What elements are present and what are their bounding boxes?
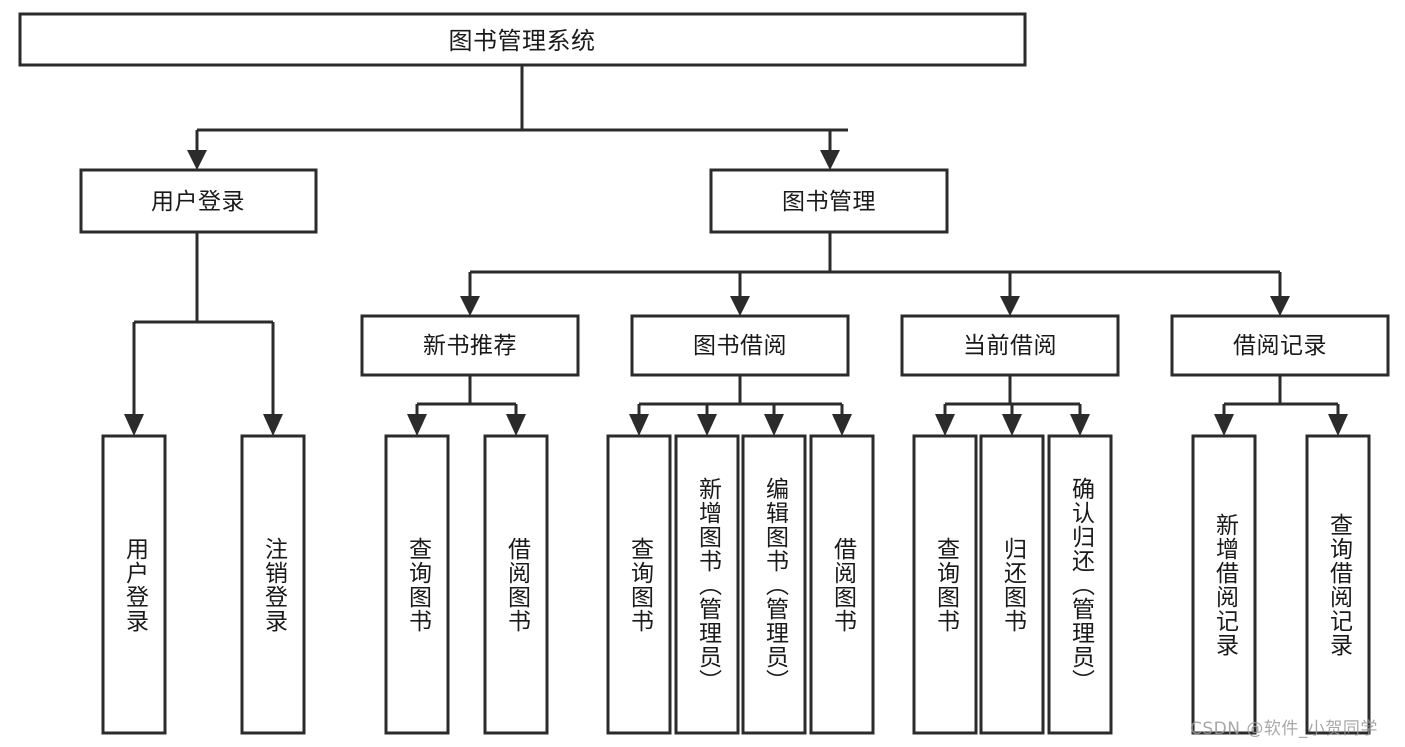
arrow-head-icon: [506, 414, 526, 436]
node-book-management[interactable]: 图书管理: [709, 168, 949, 234]
node-borrow-record[interactable]: 借阅记录: [1170, 314, 1390, 377]
arrow-head-icon: [1214, 414, 1234, 436]
arrow-head-icon: [187, 150, 207, 170]
arrow-head-icon: [764, 414, 784, 436]
arrow-head-icon: [1270, 296, 1290, 316]
connector-newbook-to-leaves: [407, 375, 526, 436]
leaf-box-current-borrow-1[interactable]: [979, 434, 1045, 735]
node-current-borrow[interactable]: 当前借阅: [900, 314, 1120, 377]
node-user-login-label: 用户登录: [151, 189, 245, 215]
arrow-head-icon: [407, 414, 427, 436]
leaf-box-user-login-0[interactable]: [101, 434, 167, 735]
arrow-head-icon: [1000, 296, 1020, 316]
leaf-box-current-borrow-0[interactable]: [912, 434, 978, 735]
arrow-head-icon: [697, 414, 717, 436]
arrow-head-icon: [1328, 414, 1348, 436]
leaf-box-book-borrow-3[interactable]: [809, 434, 875, 735]
node-book-borrow[interactable]: 图书借阅: [630, 314, 850, 377]
node-new-book-recommend-label: 新书推荐: [423, 333, 517, 359]
arrow-head-icon: [832, 414, 852, 436]
node-borrow-record-label: 借阅记录: [1233, 333, 1327, 359]
arrow-head-icon: [1070, 414, 1090, 436]
node-book-management-label: 图书管理: [782, 189, 876, 215]
leaf-box-borrow-record-0[interactable]: [1191, 434, 1257, 735]
leaf-box-book-borrow-0[interactable]: [606, 434, 672, 735]
leaf-box-user-login-1[interactable]: [240, 434, 306, 735]
connector-userlogin-to-leaves: [124, 232, 283, 436]
arrow-head-icon: [935, 414, 955, 436]
node-user-login[interactable]: 用户登录: [79, 168, 318, 234]
arrow-head-icon: [124, 414, 144, 436]
leaf-box-new-book-1[interactable]: [483, 434, 549, 735]
node-root-label: 图书管理系统: [449, 27, 596, 55]
leaf-box-book-borrow-2[interactable]: [741, 434, 807, 735]
leaf-box-current-borrow-2[interactable]: [1047, 434, 1113, 735]
node-root[interactable]: 图书管理系统: [18, 12, 1027, 67]
leaf-box-new-book-0[interactable]: [384, 434, 450, 735]
leaf-box-borrow-record-1[interactable]: [1305, 434, 1371, 735]
node-book-borrow-label: 图书借阅: [693, 333, 787, 359]
arrow-head-icon: [1002, 414, 1022, 436]
connector-bookmgmt-to-level3: [460, 232, 1290, 316]
csdn-watermark: CSDN @软件_小贺同学: [1190, 719, 1378, 739]
connector-currentborrow-to-leaves: [935, 375, 1090, 436]
connector-bookborrow-to-leaves: [629, 375, 852, 436]
arrow-head-icon: [820, 150, 840, 170]
node-current-borrow-label: 当前借阅: [963, 333, 1057, 359]
arrow-head-icon: [629, 414, 649, 436]
connector-borrowrecord-to-leaves: [1214, 375, 1348, 436]
arrow-head-icon: [730, 296, 750, 316]
arrow-head-icon: [460, 296, 480, 316]
connector-root-to-level2: [187, 65, 848, 170]
arrow-head-icon: [263, 414, 283, 436]
leaf-box-book-borrow-1[interactable]: [674, 434, 740, 735]
node-new-book-recommend[interactable]: 新书推荐: [360, 314, 580, 377]
